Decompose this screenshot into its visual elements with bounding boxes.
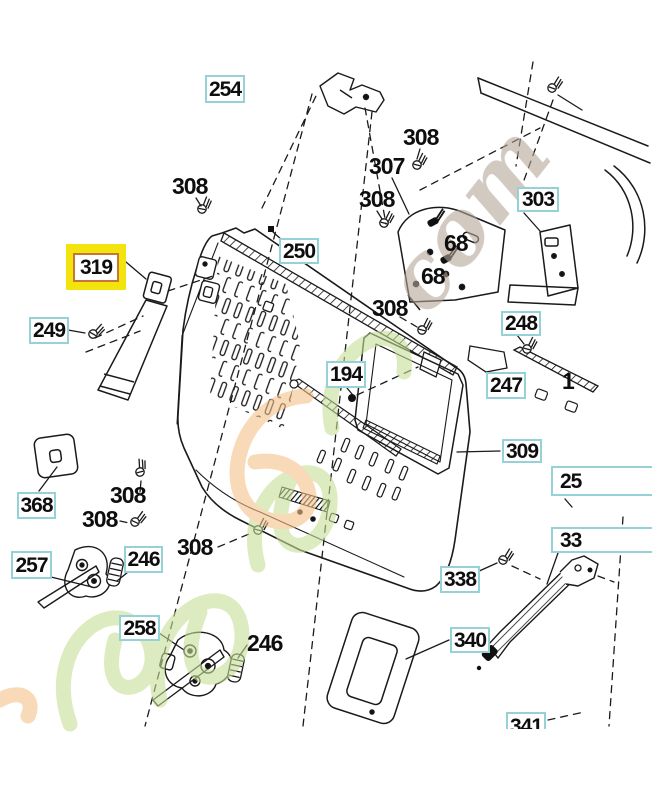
part-label-25x-clipped: 25 — [551, 466, 652, 496]
part-label-308-left-upper: 308 — [110, 482, 146, 508]
part-label-250: 250 — [279, 238, 319, 264]
part-label-254: 254 — [205, 75, 245, 103]
screw-top-right — [544, 75, 566, 95]
part-label-319-highlight: 319 — [66, 244, 126, 290]
part-label-338: 338 — [440, 566, 480, 593]
part-label-308-top-left: 308 — [172, 173, 208, 199]
part-label-308-top-mid: 308 — [403, 124, 439, 150]
plate-368 — [33, 433, 79, 479]
part-label-194: 194 — [326, 361, 366, 388]
part-label-1: 1 — [562, 368, 575, 394]
screw-308-left-upper — [130, 456, 151, 479]
plate-307 — [397, 206, 506, 311]
part-label-68-upper: 68 — [444, 230, 469, 256]
part-label-33x-clipped: 33 — [551, 527, 652, 553]
part-label-246-lower: 246 — [247, 630, 283, 656]
part-label-258: 258 — [119, 615, 160, 641]
frame-top-right — [477, 77, 651, 264]
dashed-alignment-lines — [85, 61, 624, 727]
rail-247 — [467, 345, 600, 413]
part-label-246-upper: 246 — [124, 546, 163, 573]
bracket-303 — [507, 224, 579, 306]
panel-hinge-brackets — [194, 256, 221, 304]
part-label-68-lower: 68 — [421, 263, 446, 289]
part-label-248: 248 — [501, 311, 541, 336]
leader-lines — [38, 94, 583, 660]
part-label-341-clipped: 341 — [506, 712, 546, 729]
part-label-247: 247 — [486, 372, 526, 399]
part-label-308-left-lower: 308 — [82, 506, 118, 532]
part-label-303: 303 — [517, 187, 559, 212]
part-label-308-bottom: 308 — [177, 534, 213, 560]
screw-338 — [495, 547, 517, 567]
spring-246-upper — [105, 556, 125, 588]
plate-340 — [326, 611, 420, 725]
part-label-257: 257 — [11, 551, 52, 579]
lever-319 — [97, 271, 173, 401]
part-label-308-on-rail: 308 — [372, 295, 408, 321]
part-label-309: 309 — [502, 439, 542, 463]
latch-257 — [37, 545, 111, 609]
screw-308-left-lower — [127, 510, 149, 529]
part-label-249: 249 — [29, 317, 69, 344]
rod-339 — [476, 555, 599, 671]
part-label-307: 307 — [369, 153, 405, 179]
panel-square-hole — [262, 300, 275, 313]
part-label-368: 368 — [17, 492, 56, 519]
part-label-319: 319 — [72, 252, 120, 282]
louver-vent-field — [210, 256, 300, 430]
screw-308-top-mid — [408, 151, 431, 172]
part-label-308-under-307: 308 — [359, 186, 395, 212]
part-label-340: 340 — [450, 627, 490, 653]
bracket-254 — [319, 72, 385, 115]
